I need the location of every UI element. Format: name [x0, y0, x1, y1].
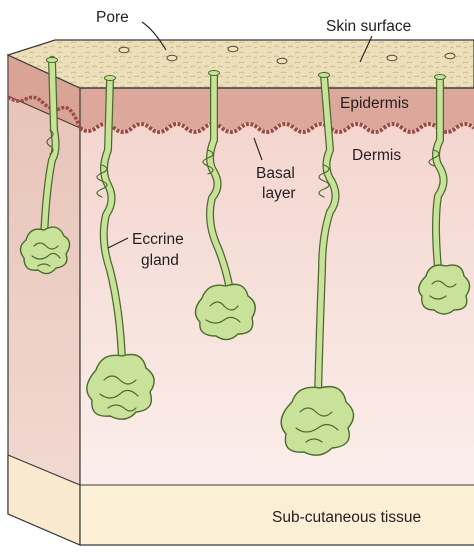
label-pore: Pore: [96, 9, 129, 26]
label-eccrine-line-2: gland: [141, 252, 179, 269]
label-epidermis: Epidermis: [340, 95, 409, 112]
label-skin-surface: Skin surface: [326, 18, 411, 35]
dermis-layer: [80, 88, 474, 485]
label-dermis: Dermis: [352, 147, 401, 164]
label-eccrine-line-1: Eccrine: [132, 231, 184, 248]
label-subcutaneous: Sub-cutaneous tissue: [272, 509, 421, 526]
label-basal-line-2: layer: [262, 185, 296, 202]
skin-surface: [8, 40, 474, 88]
label-basal-line-1: Basal: [256, 165, 295, 182]
